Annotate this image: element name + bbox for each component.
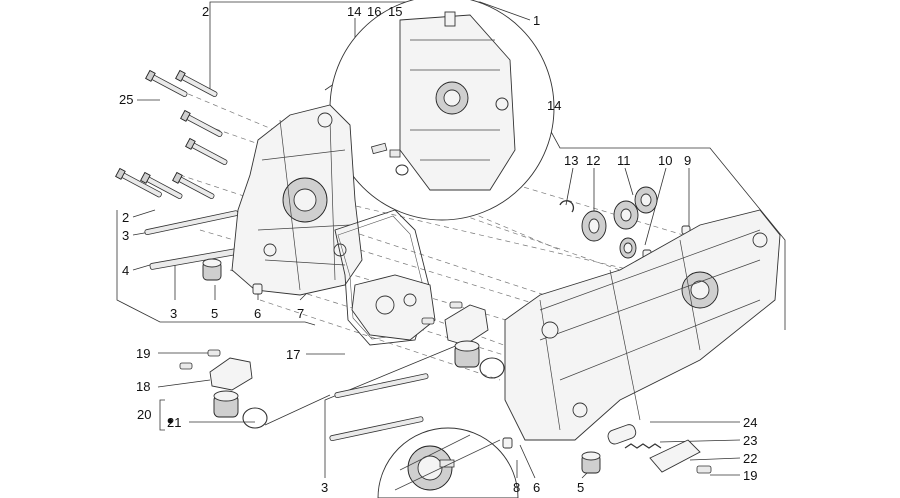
dowel-left — [252, 283, 263, 295]
detail-circle-top — [329, 0, 555, 221]
water-pump-assembly-left — [179, 349, 268, 429]
callout-6: 6 — [254, 306, 261, 321]
callout-3: 3 — [170, 306, 177, 321]
callout-24: 24 — [743, 415, 757, 430]
bottom-right-parts — [502, 424, 712, 474]
callout-5: 5 — [211, 306, 218, 321]
left-crankcase-half — [231, 104, 363, 296]
crankcase-bolts — [115, 69, 228, 200]
callout-19: 19 — [743, 468, 757, 483]
callout-8: 8 — [513, 480, 520, 495]
callout-11: 11 — [617, 153, 631, 168]
callout-2: 2 — [202, 4, 209, 19]
callout-18: 18 — [136, 379, 150, 394]
callout-19: 19 — [136, 346, 150, 361]
long-studs — [144, 210, 429, 442]
callout-10: 10 — [658, 153, 672, 168]
callout-13: 13 — [564, 153, 578, 168]
callout-23: 23 — [743, 433, 757, 448]
callout-17: 17 — [286, 347, 300, 362]
callout-21: 21 — [167, 415, 181, 430]
callout-15: 15 — [388, 4, 402, 19]
water-pump-assembly-right — [421, 301, 505, 379]
callout-2: 2 — [122, 210, 129, 225]
callout-3: 3 — [122, 228, 129, 243]
callout-9: 9 — [684, 153, 691, 168]
bearings — [559, 186, 691, 259]
detail-circle-bottom — [377, 427, 519, 498]
callout-16: 16 — [367, 4, 381, 19]
callout-1: 1 — [533, 13, 540, 28]
bushing-left — [202, 258, 222, 281]
oil-pump-cover — [351, 274, 436, 341]
callout-25: 25 — [119, 92, 133, 107]
callout-22: 22 — [743, 451, 757, 466]
callout-20: 20 — [137, 407, 151, 422]
callout-7: 7 — [297, 306, 304, 321]
callout-5: 5 — [577, 480, 584, 495]
callout-3: 3 — [321, 480, 328, 495]
callout-12: 12 — [586, 153, 600, 168]
callout-dot — [167, 418, 173, 424]
callout-6: 6 — [533, 480, 540, 495]
callout-labels: 2 14 16 15 1 25 14 13 12 11 10 9 2 3 4 3… — [119, 4, 757, 495]
right-crankcase-half — [504, 209, 781, 441]
callout-14: 14 — [347, 4, 361, 19]
callout-14: 14 — [547, 98, 561, 113]
callout-4: 4 — [122, 263, 129, 278]
